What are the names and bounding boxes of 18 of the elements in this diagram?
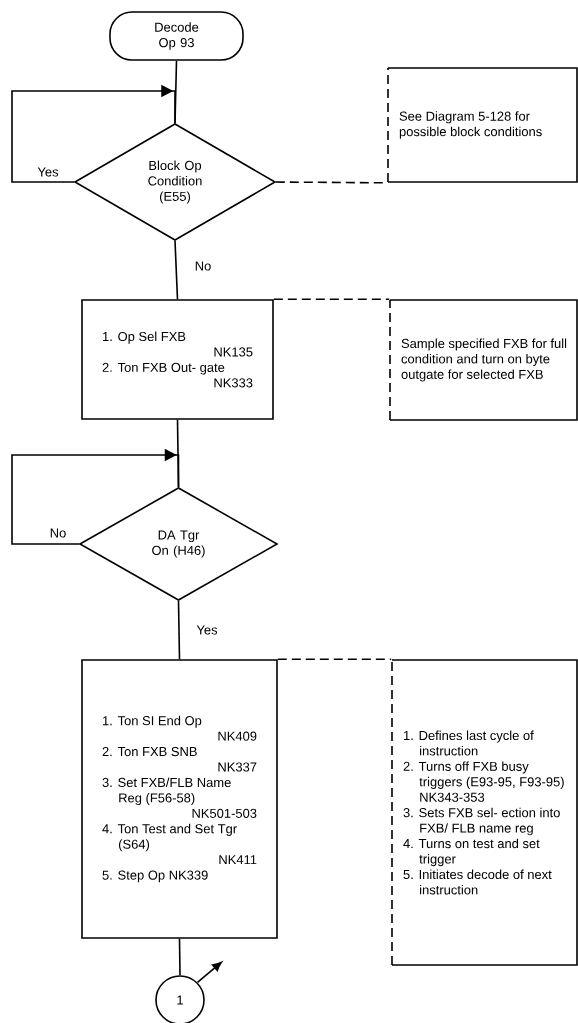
connector-arrow [11, 84, 176, 183]
process-box: 1. Op Sel FXB NK135 2. Ton FXB Out- gate NK333 [81, 299, 274, 420]
connector-line [174, 240, 179, 300]
connector-line [177, 600, 181, 660]
connector-arrow [196, 961, 223, 984]
connector-arrow [11, 448, 180, 545]
edge-label: No [193, 260, 213, 272]
annotation-box: Sample specified FXB for full condition and turn on byte outgate for selected FXB [389, 299, 578, 421]
terminal-box: Decode Op 93 [109, 11, 244, 61]
connector-line [178, 938, 181, 976]
edge-label: No [48, 527, 68, 539]
connector-line [277, 658, 392, 660]
edge-label: Yes [195, 624, 219, 636]
annotation-box: See Diagram 5-128 for possible block conditions [387, 67, 578, 183]
edge-label: Yes [36, 166, 60, 178]
process-box: 1. Ton SI End Op NK409 2. Ton FXB SNB NK337 3. Set FXB/FLB Name Reg (F56-58) NK501-503 4. Ton Test and Set Tgr (S64) NK411 5. Step Op NK339 [81, 659, 278, 939]
annotation-box: 1. Defines last cycle of instruction 2. Turns off FXB busy triggers (E93-95, F93-95) NK343-353 3. Sets FXB sel- ection into FXB/ FLB name reg 4. Turns on test and set trigger 5. Initiates decode of next instruction [391, 659, 578, 966]
connector-line [273, 298, 390, 300]
